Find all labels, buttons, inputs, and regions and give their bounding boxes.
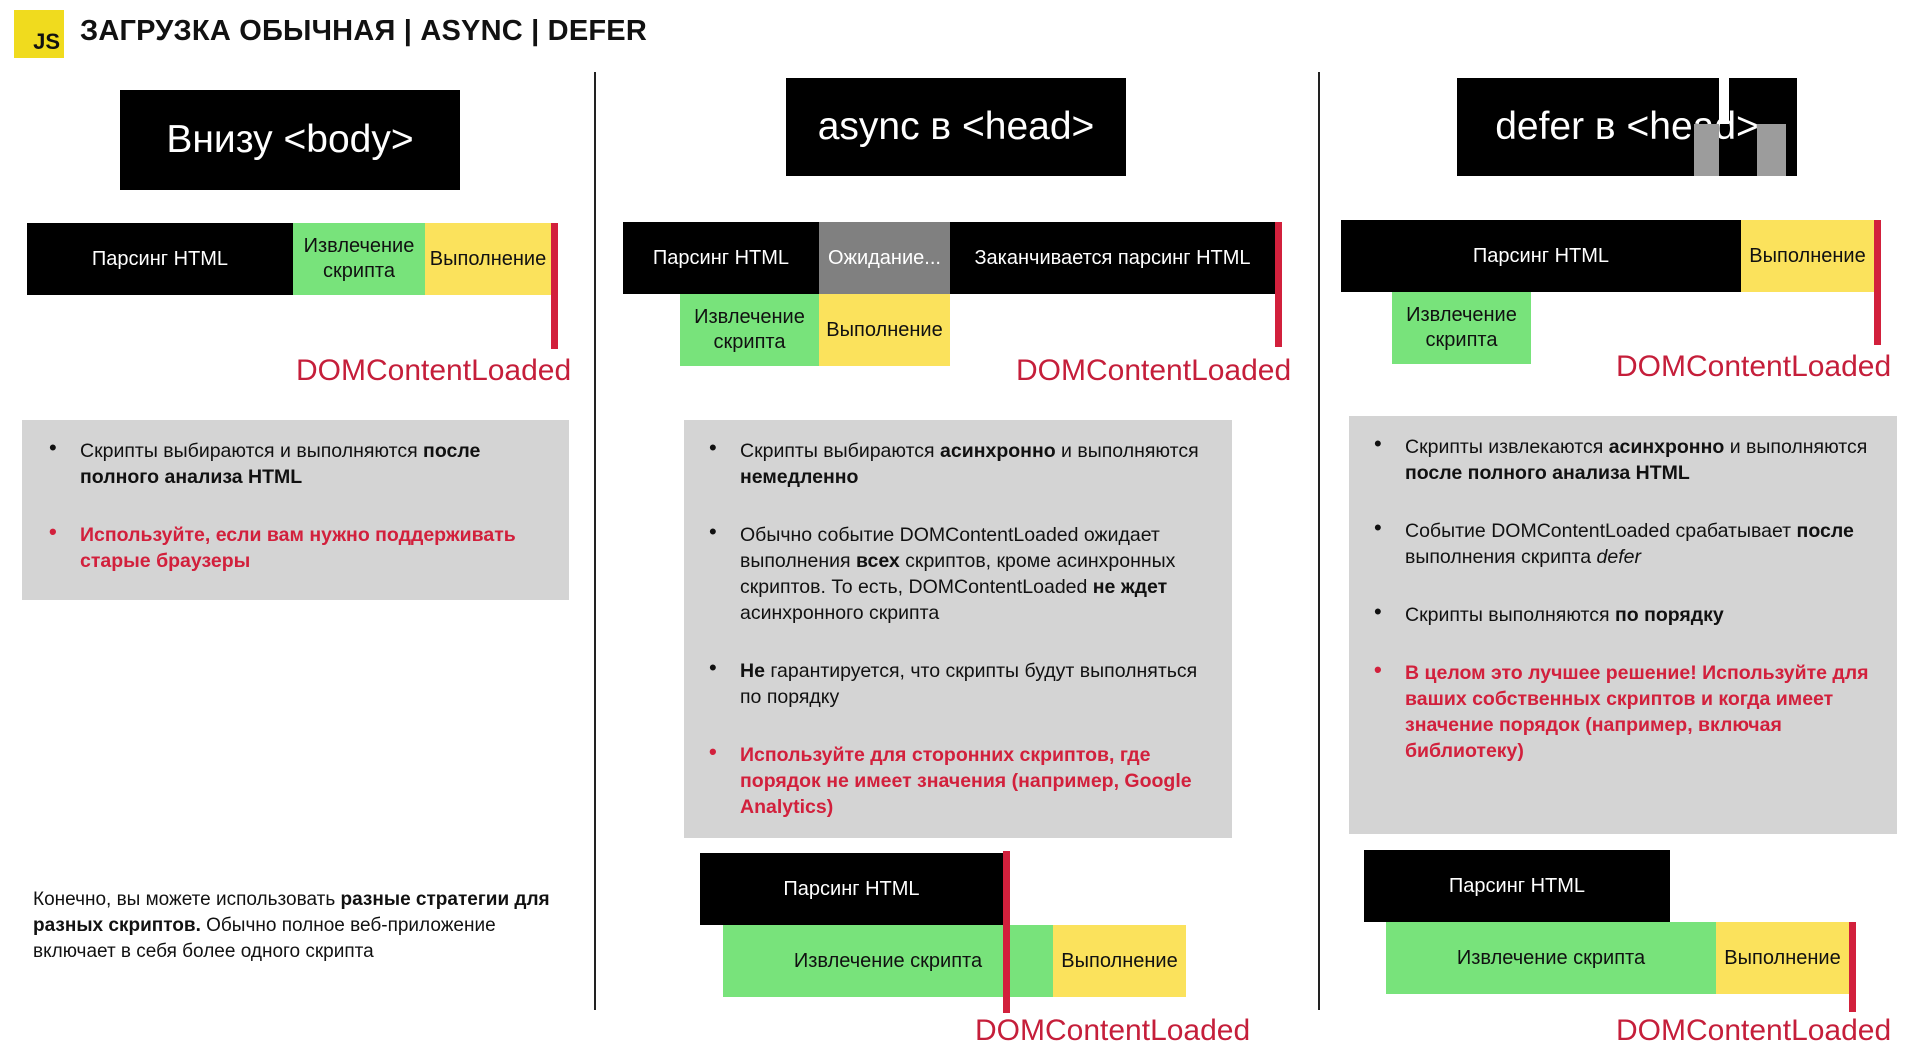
- bar-waiting: Ожидание...: [819, 222, 950, 294]
- bullet-icon: •: [1374, 431, 1382, 456]
- dcl-label: DOMContentLoaded: [296, 354, 572, 387]
- dcl-marker: [1874, 220, 1881, 345]
- bullet-item-highlight: •В целом это лучшее решение! Используйте…: [1374, 657, 1869, 763]
- bullet-icon: •: [709, 435, 717, 460]
- bar-execute: Выполнение: [1716, 922, 1849, 994]
- js-logo: JS: [14, 10, 64, 58]
- bar-parse-html: Парсинг HTML: [27, 223, 293, 295]
- dcl-marker: [1003, 851, 1010, 1013]
- bar-parse-html: Парсинг HTML: [1341, 220, 1741, 292]
- bullet-icon: •: [49, 519, 57, 544]
- decorative-gap: [1719, 78, 1729, 124]
- info-panel-async: •Скрипты выбираются асинхронно и выполня…: [684, 420, 1232, 838]
- bar-execute: Выполнение: [1741, 220, 1874, 292]
- bar-parse-html: Парсинг HTML: [1364, 850, 1670, 922]
- bullet-item: •Скрипты выполняются по порядку: [1374, 599, 1724, 627]
- bullet-icon: •: [709, 519, 717, 544]
- bar-execute: Выполнение: [1053, 925, 1186, 997]
- dcl-label: DOMContentLoaded: [975, 1014, 1251, 1047]
- bar-finish-parse: Заканчивается парсинг HTML: [950, 222, 1275, 294]
- bullet-item: •Событие DOMContentLoaded срабатывает по…: [1374, 515, 1854, 569]
- bullet-item: •Скрипты выбираются асинхронно и выполня…: [709, 435, 1199, 489]
- bullet-icon: •: [709, 739, 717, 764]
- column-divider-1: [594, 72, 596, 1010]
- dcl-marker: [1849, 922, 1856, 1012]
- bullet-item: •Обычно событие DOMContentLoaded ожидает…: [709, 519, 1176, 625]
- footnote: Конечно, вы можете использовать разные с…: [33, 889, 550, 962]
- dcl-label: DOMContentLoaded: [1616, 350, 1892, 383]
- bullet-item: •Скрипты выбираются и выполняются после …: [49, 435, 481, 489]
- heading-defer: defer в <head>: [1457, 78, 1797, 176]
- bar-fetch-script: Извлечение скрипта: [680, 294, 819, 366]
- page-title: ЗАГРУЗКА ОБЫЧНАЯ | ASYNC | DEFER: [80, 15, 647, 47]
- heading-body: Внизу <body>: [120, 90, 460, 190]
- bar-parse-html: Парсинг HTML: [700, 853, 1003, 925]
- bar-fetch-script: Извлечение скрипта: [1392, 292, 1531, 364]
- column-divider-2: [1318, 72, 1320, 1010]
- bullet-icon: •: [1374, 657, 1382, 682]
- dcl-label: DOMContentLoaded: [1616, 1014, 1892, 1047]
- decorative-shade: [1694, 124, 1719, 176]
- bullet-item: •Не гарантируется, что скрипты будут вып…: [709, 655, 1198, 709]
- dcl-label: DOMContentLoaded: [1016, 354, 1292, 387]
- bullet-icon: •: [49, 435, 57, 460]
- heading-async: async в <head>: [786, 78, 1126, 176]
- bullet-icon: •: [1374, 599, 1382, 624]
- bullet-item-highlight: •Используйте для сторонних скриптов, где…: [709, 739, 1192, 819]
- bar-execute: Выполнение: [425, 223, 551, 295]
- decorative-shade: [1757, 124, 1786, 176]
- info-panel-defer: •Скрипты извлекаются асинхронно и выполн…: [1349, 416, 1897, 834]
- dcl-marker: [1275, 222, 1282, 347]
- bullet-icon: •: [709, 655, 717, 680]
- bar-fetch-script: Извлечение скрипта: [723, 925, 1053, 997]
- bullet-icon: •: [1374, 515, 1382, 540]
- dcl-marker: [551, 223, 558, 349]
- bar-fetch-script: Извлечение скрипта: [1386, 922, 1716, 994]
- bar-parse-html: Парсинг HTML: [623, 222, 819, 294]
- bullet-item: •Скрипты извлекаются асинхронно и выполн…: [1374, 431, 1868, 485]
- bar-fetch-script: Извлечение скрипта: [293, 223, 425, 295]
- bar-execute: Выполнение: [819, 294, 950, 366]
- bullet-item-highlight: •Используйте, если вам нужно поддерживат…: [49, 519, 516, 573]
- info-panel-body: •Скрипты выбираются и выполняются после …: [22, 420, 569, 600]
